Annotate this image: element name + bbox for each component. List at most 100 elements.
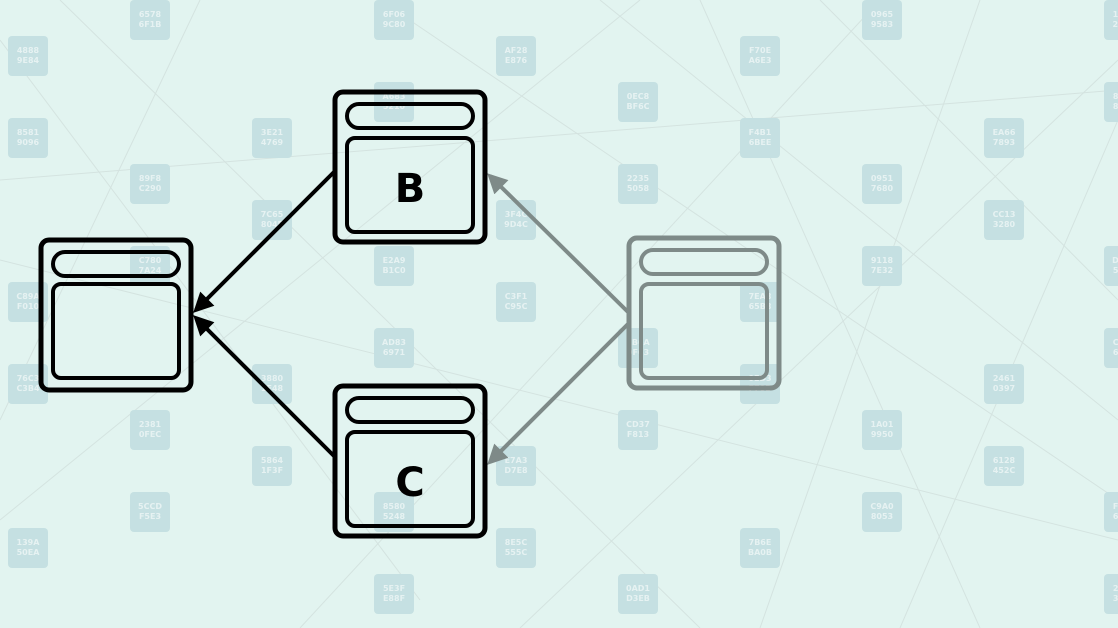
browser-window-icon bbox=[626, 235, 782, 391]
background-id-tile-text: 6F06 bbox=[383, 10, 406, 19]
background-id-tile-text: A683 bbox=[383, 92, 406, 101]
background-id-tile-text: 89F8 bbox=[139, 174, 162, 183]
background-id-tile-text: 65B8 bbox=[749, 302, 772, 311]
background-id-tile-text: F9CE bbox=[1113, 502, 1118, 511]
background-id-tile-text: 642E bbox=[1113, 512, 1118, 521]
background-id-tile-text: AD83 bbox=[382, 338, 406, 347]
background-id-tile-text: 4769 bbox=[261, 138, 284, 147]
background-id-tile-text: 8B6A bbox=[626, 338, 650, 347]
background-id-tile-text: CC13 bbox=[993, 210, 1016, 219]
background-id-tile-text: 7893 bbox=[993, 138, 1015, 147]
background-id-tile-text: C3B4 bbox=[16, 384, 40, 393]
background-id-tile-text: 139A bbox=[17, 538, 41, 547]
browser-window-icon bbox=[332, 383, 488, 539]
background-id-tile-text: 2461 bbox=[993, 374, 1016, 383]
background-id-tile-text: 3867 bbox=[1113, 594, 1118, 603]
background-id-tile-text: 2748 bbox=[1113, 584, 1118, 593]
background-id-tile-text: BF6C bbox=[627, 102, 650, 111]
background-id-tile-text: D3EB bbox=[626, 594, 650, 603]
background-id-tile-text: 4888 bbox=[17, 46, 40, 55]
background-id-tile-text: F813 bbox=[627, 430, 649, 439]
background-id-tile-text: 9E84 bbox=[17, 56, 40, 65]
background-id-tile-text: BA0B bbox=[748, 548, 772, 557]
background-id-tile-text: 8820 bbox=[1113, 102, 1118, 111]
background-id-tile-text: EA66 bbox=[993, 128, 1016, 137]
background-id-tile-text: C290 bbox=[139, 184, 162, 193]
background-id-tile-text: 12B6 bbox=[1113, 10, 1118, 19]
node-ghost bbox=[626, 235, 782, 391]
background-id-tile: D8C25898 bbox=[1104, 246, 1118, 286]
background-id-tile-text: 0965 bbox=[871, 10, 894, 19]
background-id-tile-text: 0F63 bbox=[627, 348, 649, 357]
node-b-label: B bbox=[395, 166, 426, 212]
edge-b-to-a bbox=[193, 170, 336, 313]
background-id-tile-text: 0397 bbox=[993, 384, 1015, 393]
background-id-tile-text: 6F1B bbox=[139, 20, 162, 29]
background-id-tile-text: 5898 bbox=[1113, 266, 1118, 275]
background-id-tile-text: 3F4C bbox=[505, 210, 528, 219]
background-id-tile-text: 0EC8 bbox=[627, 92, 650, 101]
background-id-tile: F9CE642E bbox=[1104, 492, 1118, 532]
background-id-tile-text: 6420 bbox=[1113, 348, 1118, 357]
node-c-label: C bbox=[395, 460, 424, 506]
background-id-tile-text: 1E48 bbox=[261, 384, 284, 393]
background-id-tile-text: 5CCD bbox=[138, 502, 162, 511]
background-id-tile-text: 7EA8 bbox=[749, 292, 772, 301]
background-id-tile-text: AF28 bbox=[505, 46, 528, 55]
background-id-tile-text: C3F1 bbox=[505, 292, 528, 301]
background-id-tile-text: 8580 bbox=[383, 502, 406, 511]
background-id-tile-text: D8C2 bbox=[1112, 256, 1118, 265]
background-id-tile-text: 3880 bbox=[261, 374, 284, 383]
background-id-tile-text: 0951 bbox=[871, 174, 894, 183]
background-id-tile-text: E876 bbox=[505, 56, 528, 65]
node-b: B bbox=[332, 89, 488, 245]
background-id-tile-text: F010 bbox=[17, 302, 40, 311]
background-id-tile-text: E2A9 bbox=[383, 256, 406, 265]
background-id-tile-text: E88F bbox=[383, 594, 405, 603]
background-id-tile-text: 1F3F bbox=[261, 466, 283, 475]
node-a bbox=[38, 237, 194, 393]
background-id-tile-text: A6E3 bbox=[749, 56, 772, 65]
background-id-tile-text: C930 bbox=[1113, 338, 1118, 347]
background-id-tile-text: D7E8 bbox=[504, 466, 528, 475]
edge-ghost-to-c bbox=[487, 322, 630, 465]
background-id-tile-text: 76C3 bbox=[17, 374, 40, 383]
background-id-tile-text: 3E21 bbox=[261, 128, 284, 137]
background-id-tile-text: 7680 bbox=[871, 184, 894, 193]
background-id-tile-text: 5248 bbox=[383, 512, 406, 521]
background-id-tile-text: C9A0 bbox=[870, 502, 894, 511]
background-id-tile-text: B1C0 bbox=[382, 266, 406, 275]
background-id-tile-text: 8581 bbox=[17, 128, 40, 137]
background-id-tile-text: 9D4C bbox=[504, 220, 528, 229]
background-id-tile-text: 5058 bbox=[627, 184, 650, 193]
edge-ghost-to-b bbox=[487, 173, 630, 314]
background-id-tile-text: 7E32 bbox=[871, 266, 893, 275]
